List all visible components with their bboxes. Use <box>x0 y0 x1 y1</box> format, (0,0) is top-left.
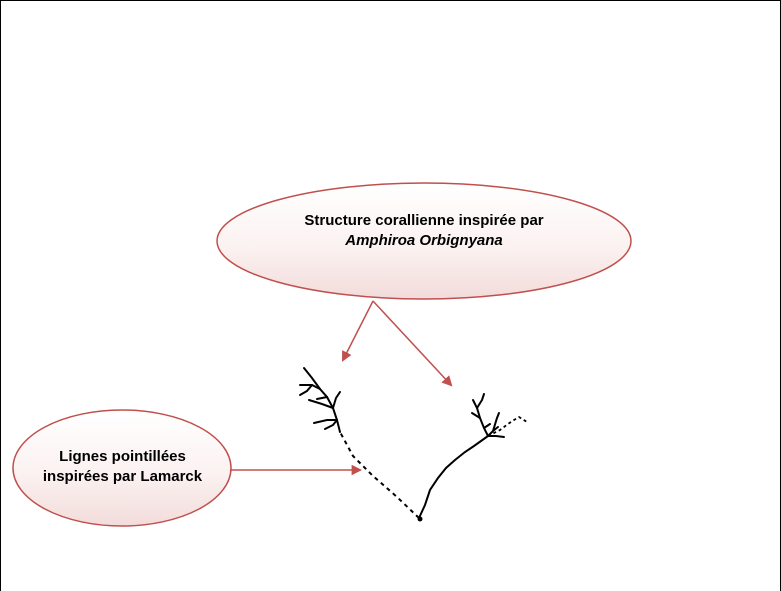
dotted-label-line1: Lignes pointillées <box>59 448 186 465</box>
dotted-label-ellipse <box>12 409 232 527</box>
coral-label: Structure corallienne inspirée par Amphi… <box>218 211 630 250</box>
left-coral-structure <box>299 367 341 433</box>
root-node <box>417 516 423 522</box>
right-coral-structure <box>471 393 505 438</box>
dotted-label-line2: inspirées par Lamarck <box>42 467 203 485</box>
dotted-label: Lignes pointillées inspirées par Lamarck <box>15 447 230 486</box>
dotted-branch <box>339 431 420 519</box>
arrow-to-left-coral <box>342 300 374 362</box>
solid-branch <box>418 435 489 519</box>
coral-label-line2: Amphiroa Orbignyana <box>345 231 503 249</box>
right-dotted-branch <box>487 415 528 437</box>
arrow-to-right-coral <box>372 300 453 387</box>
coral-label-line1: Structure corallienne inspirée par <box>304 212 544 229</box>
coral-label-ellipse <box>216 182 632 300</box>
